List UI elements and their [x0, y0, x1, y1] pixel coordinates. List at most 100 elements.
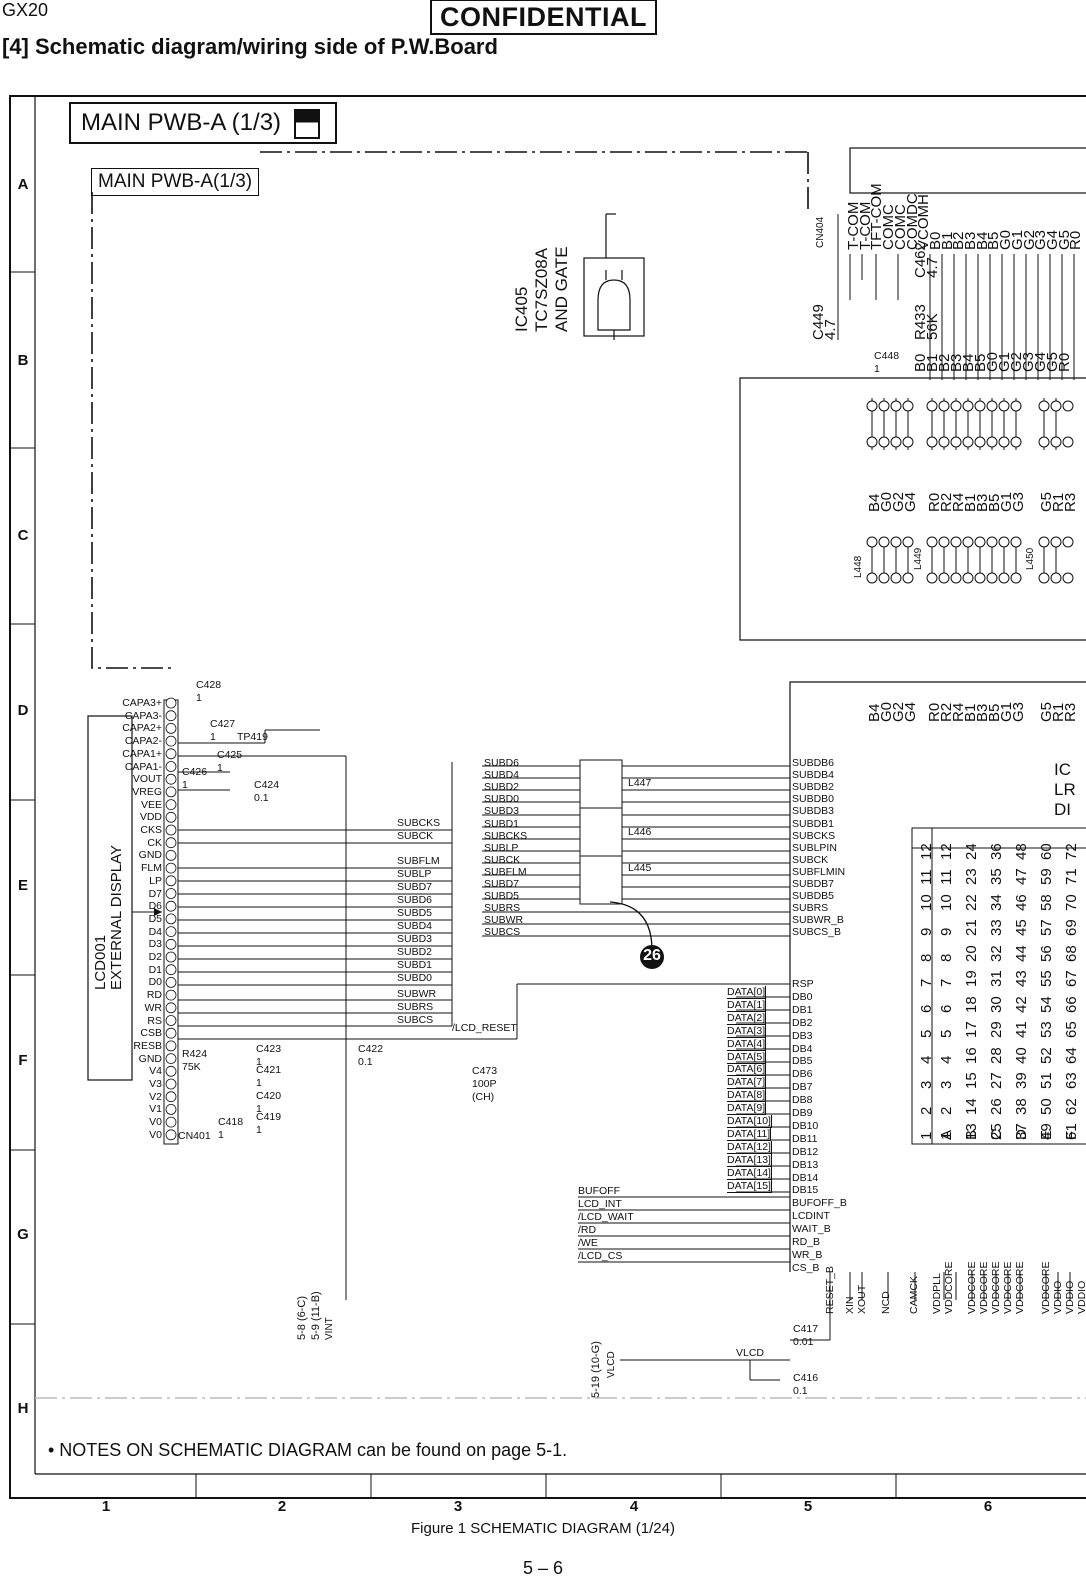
cn404-part-3: 56K — [924, 313, 941, 340]
vint-net: VINT — [324, 1317, 335, 1340]
grid-cell-4-11: 60 — [1038, 842, 1055, 860]
lcd-pin-dot — [165, 888, 177, 899]
lcd-pin-dot — [165, 862, 177, 874]
grid-cell-5-10: 71 — [1063, 868, 1080, 885]
grid-head-10: 11 — [918, 869, 935, 885]
ctrl-net-2: /LCD_WAIT — [578, 1210, 634, 1223]
lcd-comp-1: 1 — [196, 692, 202, 704]
ctrl-net-3: /RD — [578, 1223, 597, 1236]
grid-head-0: 1 — [918, 1131, 935, 1140]
mid-net-2: SUBFLM — [397, 855, 440, 867]
mid-net-14: SUBCS — [397, 1014, 434, 1026]
lcd-pin-27: CSB — [140, 1027, 162, 1040]
sub-right-0: SUBDB6 — [792, 757, 835, 769]
lcd-pin-4: CAPA2- — [124, 735, 162, 748]
grid-cell-1-7: 20 — [963, 944, 980, 962]
ic-right-line-1: IC — [1054, 760, 1071, 779]
bottom-pin-1: XIN — [844, 1296, 856, 1314]
grid-col-6: 6 — [983, 1498, 993, 1515]
grid-cell-0-5: 6 — [938, 1004, 955, 1013]
lcd-pin-dot — [165, 913, 177, 925]
sub-left-0: SUBD6 — [484, 757, 520, 769]
grid-cell-4-6: 55 — [1038, 970, 1055, 987]
lcd-pin-dot — [165, 1065, 177, 1077]
grid-row-a: A — [17, 176, 29, 193]
grid-cell-3-6: 43 — [1013, 970, 1030, 987]
lcd-comp-8: C424 — [254, 779, 280, 791]
sub-right-6: SUBCKS — [792, 829, 836, 842]
data-pin-19: WAIT_B — [792, 1223, 831, 1236]
grid-cell-3-0: 37 — [1013, 1123, 1030, 1140]
grid-row-h: H — [17, 1400, 29, 1417]
cn404-pin-19: R0 — [1067, 230, 1085, 250]
grid-col-4: 4 — [629, 1498, 639, 1515]
cn404-part-7: 1 — [874, 363, 880, 375]
grid-cell-5-9: 70 — [1063, 893, 1080, 911]
lcd-pin-35: V0 — [149, 1128, 162, 1141]
vlcd-ref: 5-19 (10-G) — [590, 1341, 602, 1398]
grid-cell-5-6: 67 — [1063, 970, 1080, 987]
grid-head-2: 3 — [918, 1080, 935, 1089]
lcd-pin-dot — [165, 735, 177, 747]
data-pin-10: DB9 — [792, 1107, 813, 1119]
cn404-part-1: 4.7 — [924, 257, 941, 278]
lcd-pin-dot — [165, 900, 177, 912]
data-pin-18: LCDINT — [792, 1210, 830, 1223]
grid-cell-0-11: 12 — [938, 842, 955, 860]
mid-net-7: SUBD4 — [397, 920, 433, 932]
grid-head-4: 5 — [918, 1029, 935, 1038]
grid-cell-2-8: 33 — [988, 919, 1005, 936]
bottom-pin-2: XOUT — [856, 1284, 868, 1314]
grid-cell-2-1: 26 — [988, 1097, 1005, 1115]
lcd-pin-dot — [165, 875, 177, 887]
model-label: GX20 — [2, 0, 49, 20]
lcd-comp-12: 1 — [256, 1056, 262, 1068]
data-net-14: DATA[14] — [727, 1166, 772, 1180]
lcd-pin-dot — [165, 989, 177, 1001]
lcd-comp-19: C418 — [218, 1116, 244, 1128]
data-pin-4: DB3 — [792, 1029, 813, 1042]
grid-cell-3-2: 39 — [1013, 1072, 1030, 1089]
data-pin-9: DB8 — [792, 1094, 813, 1107]
lcd-pin-dot — [165, 926, 177, 937]
mid-net-13: SUBRS — [397, 1001, 434, 1013]
lcd-pin-dot — [165, 977, 177, 988]
grid-cell-0-2: 3 — [938, 1080, 955, 1089]
lcd-pin-22: D1 — [148, 963, 162, 976]
grid-cell-0-3: 4 — [938, 1055, 955, 1064]
mid-net-9: SUBD2 — [397, 946, 433, 958]
sub-left-12: SUBRS — [484, 902, 521, 915]
lcd-pin-23: D0 — [148, 976, 162, 989]
rgb3-3: G4 — [902, 701, 919, 722]
lcd-comp-17: C419 — [256, 1111, 282, 1123]
grid-cell-3-5: 42 — [1013, 995, 1030, 1013]
grid-head-11: 12 — [918, 842, 935, 860]
lcd-pin-dot — [165, 938, 177, 950]
lcd-comp-27: (CH) — [472, 1091, 495, 1103]
grid-cell-4-0: 49 — [1038, 1123, 1055, 1140]
data-pin-0: RSP — [792, 978, 814, 990]
grid-cell-5-4: 65 — [1063, 1021, 1080, 1038]
bottom-pin-12: VDDCORE — [1040, 1261, 1052, 1314]
lcd-comp-22: 75K — [182, 1061, 201, 1073]
data-pin-15: DB14 — [792, 1171, 819, 1184]
grid-cell-2-3: 28 — [988, 1046, 1005, 1064]
lcd-pin-6: CAPA1- — [124, 760, 162, 773]
lcd-comp-16: 1 — [256, 1103, 262, 1115]
grid-cell-2-10: 35 — [988, 868, 1005, 885]
lcd-comp-6: C426 — [182, 766, 208, 778]
sub-right-7: SUBLPIN — [792, 841, 837, 854]
sub-left-4: SUBD3 — [484, 805, 520, 818]
ic-right-label: IC LR DI — [1054, 760, 1076, 820]
grid-cell-4-2: 51 — [1038, 1072, 1055, 1089]
lcd-comp-18: 1 — [256, 1124, 262, 1136]
grid-cell-5-11: 72 — [1063, 842, 1080, 860]
grid-cell-1-4: 17 — [963, 1021, 980, 1038]
grid-cell-0-8: 9 — [938, 927, 955, 936]
bottom-pin-11: VDDCORE — [1014, 1261, 1026, 1314]
data-pin-5: DB4 — [792, 1042, 813, 1055]
bottom-pin-7: VDDCORE — [966, 1261, 978, 1314]
data-pin-16: DB15 — [792, 1184, 819, 1197]
mid-net-10: SUBD1 — [397, 959, 433, 971]
sub-right-14: SUBCS_B — [792, 926, 842, 939]
